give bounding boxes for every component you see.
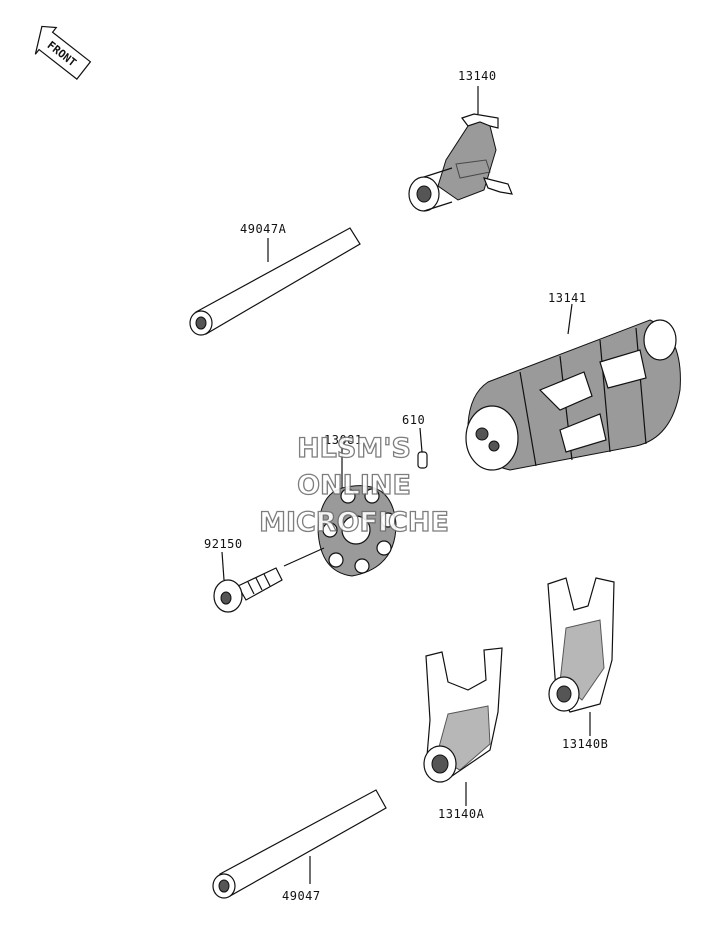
pin-610 (417, 451, 428, 469)
part-label-13140: 13140 (458, 69, 497, 83)
shift-fork-13140A (423, 647, 503, 783)
part-label-13140A: 13140A (438, 807, 485, 821)
shift-fork-13140 (408, 113, 513, 212)
shift-rod-49047A (189, 227, 361, 336)
part-label-13081: 13081 (324, 433, 363, 447)
part-label-13141: 13141 (548, 291, 587, 305)
watermark: HLSM'S ONLINE MICROFICHE (258, 432, 449, 538)
part-label-92150: 92150 (204, 537, 243, 551)
bolt-92150 (213, 567, 283, 613)
watermark-line-2: ONLINE (297, 470, 411, 501)
watermark-line-1: HLSM'S (297, 433, 411, 464)
shift-drum-13141 (465, 319, 681, 471)
part-label-49047: 49047 (282, 889, 321, 903)
part-label-610: 610 (402, 413, 425, 427)
watermark-line-3: MICROFICHE (259, 507, 449, 538)
shift-fork-13140B (547, 577, 615, 713)
detent-cam-13081 (317, 485, 397, 577)
part-label-49047A: 49047A (240, 222, 287, 236)
front-arrow-badge: FRONT (34, 25, 92, 80)
leader-lines (221, 86, 591, 884)
part-label-13140B: 13140B (562, 737, 608, 751)
shift-rod-49047 (212, 789, 387, 899)
